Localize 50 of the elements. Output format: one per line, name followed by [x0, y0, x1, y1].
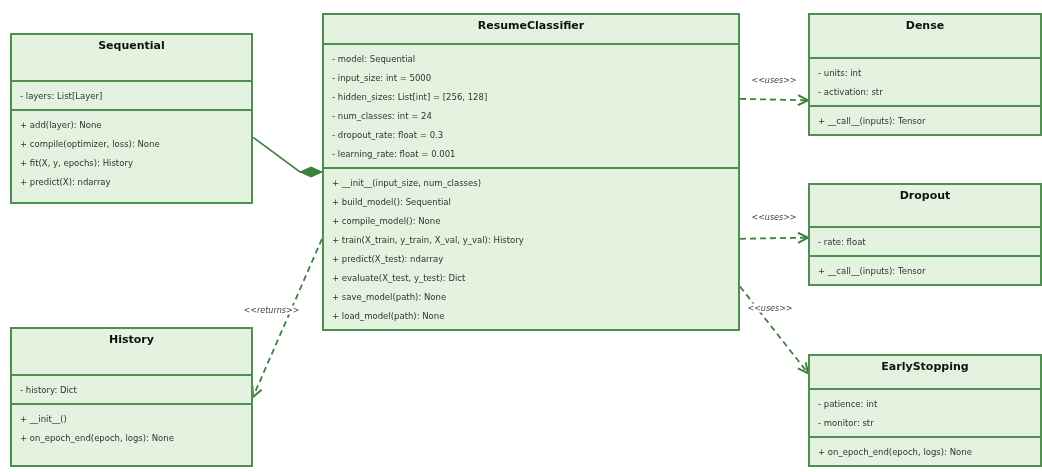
attribute-text: - input_size: int = 5000 — [332, 72, 433, 85]
dependency-arrow — [739, 94, 809, 107]
method-text: + add(layer): None — [20, 119, 103, 132]
method-text: + compile_model(): None — [332, 215, 442, 228]
method-text: + load_model(path): None — [332, 310, 446, 323]
attribute-text: - model: Sequential — [332, 53, 417, 66]
attribute-text: - activation: str — [818, 86, 884, 99]
class-box — [808, 354, 1042, 467]
method-text: + __call__(inputs): Tensor — [818, 265, 927, 278]
attribute-text: - dropout_rate: float = 0.3 — [332, 129, 445, 142]
attribute-text: - patience: int — [818, 398, 879, 411]
method-text: + train(X_train, y_train, X_val, y_val): History — [332, 234, 525, 247]
class-box — [10, 327, 253, 467]
attribute-text: - units: int — [818, 67, 863, 80]
class-box — [322, 13, 740, 331]
attribute-text: - num_classes: int = 24 — [332, 110, 433, 123]
method-text: + predict(X_test): ndarray — [332, 253, 445, 266]
class-name: Sequential — [98, 39, 165, 52]
attribute-text: - monitor: str — [818, 417, 875, 430]
attribute-text: - layers: List[Layer] — [20, 90, 104, 103]
class-name: Dropout — [899, 189, 951, 202]
class-name: ResumeClassifier — [477, 19, 585, 32]
attribute-text: - rate: float — [818, 236, 867, 249]
class-name: Dense — [905, 19, 945, 32]
method-text: + __init__(input_size, num_classes) — [332, 177, 482, 190]
method-text: + __init__() — [20, 413, 68, 426]
class-box — [808, 13, 1042, 136]
attribute-text: - learning_rate: float = 0.001 — [332, 148, 457, 161]
attribute-text: - history: Dict — [20, 384, 78, 397]
edge-label: <<returns>> — [242, 305, 301, 315]
class-name: EarlyStopping — [881, 360, 969, 373]
method-text: + on_epoch_end(epoch, logs): None — [818, 446, 973, 459]
composition-line — [252, 136, 323, 178]
edge-label: <<uses>> — [746, 303, 794, 313]
method-text: + predict(X): ndarray — [20, 176, 112, 189]
edge-label: <<uses>> — [750, 212, 798, 222]
class-name: History — [109, 333, 154, 346]
dependency-arrow — [739, 231, 809, 244]
method-text: + fit(X, y, epochs): History — [20, 157, 134, 170]
method-text: + on_epoch_end(epoch, logs): None — [20, 432, 175, 445]
class-box — [808, 183, 1042, 286]
method-text: + build_model(): Sequential — [332, 196, 452, 209]
dependency-arrow — [739, 285, 809, 375]
attribute-text: - hidden_sizes: List[int] = [256, 128] — [332, 91, 489, 104]
method-text: + compile(optimizer, loss): None — [20, 138, 161, 151]
method-text: + save_model(path): None — [332, 291, 448, 304]
method-text: + evaluate(X_test, y_test): Dict — [332, 272, 467, 285]
edge-label: <<uses>> — [750, 75, 798, 85]
method-text: + __call__(inputs): Tensor — [818, 115, 927, 128]
class-box — [10, 33, 253, 204]
